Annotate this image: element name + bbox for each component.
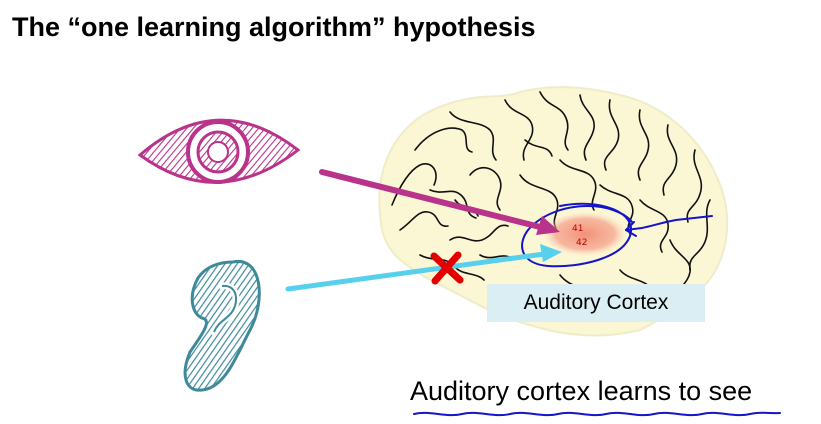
cross-mark-icon <box>430 251 464 285</box>
caption-text: Auditory cortex learns to see <box>410 376 753 406</box>
auditory-cortex-region: 41 42 <box>543 212 627 256</box>
area-41-label: 41 <box>572 224 583 234</box>
brain-illustration <box>378 86 729 337</box>
cortex-circle <box>521 202 713 268</box>
ear-icon <box>183 260 261 392</box>
page-title: The “one learning algorithm” hypothesis <box>12 12 536 42</box>
caption-underline <box>413 411 781 417</box>
area-42-label: 42 <box>576 238 587 248</box>
auditory-cortex-label: Auditory Cortex <box>487 284 705 322</box>
eye-arrow <box>319 169 560 235</box>
ear-arrow <box>285 244 562 292</box>
eye-icon <box>137 118 301 184</box>
